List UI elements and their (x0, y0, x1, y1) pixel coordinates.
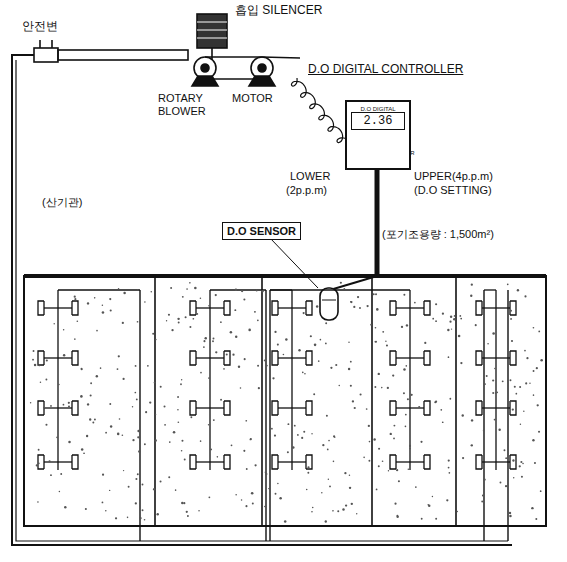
part-label: 안전변 (22, 20, 58, 34)
part-label: (산기관) (42, 196, 82, 209)
title-label: D.O DIGITAL CONTROLLER (308, 63, 463, 77)
part-label: (포기조용량 : 1,500m²) (382, 228, 494, 241)
part-label: (2p.p.m) (286, 184, 327, 197)
discharge-pipe (58, 50, 188, 60)
safety-valve (34, 48, 58, 62)
sensor-label: D.O SENSOR (225, 225, 298, 237)
sensor-label-box: D.O SENSOR (222, 222, 301, 240)
silencer (197, 14, 227, 48)
part-label: LOWER (290, 170, 330, 183)
part-label: 흡입 SILENCER (235, 4, 322, 18)
part-label: ROTARY BLOWER (158, 92, 228, 117)
part-label: MOTOR (232, 92, 273, 105)
part-label: UPPER(4p.p.m) (414, 170, 493, 183)
display-value: 2.36 (351, 112, 405, 130)
controller-box: D.O DIGITAL2.36 (345, 100, 411, 170)
aeration-tank (24, 276, 546, 526)
part-label: (D.O SETTING) (414, 184, 492, 197)
do-sensor-probe (320, 288, 338, 320)
